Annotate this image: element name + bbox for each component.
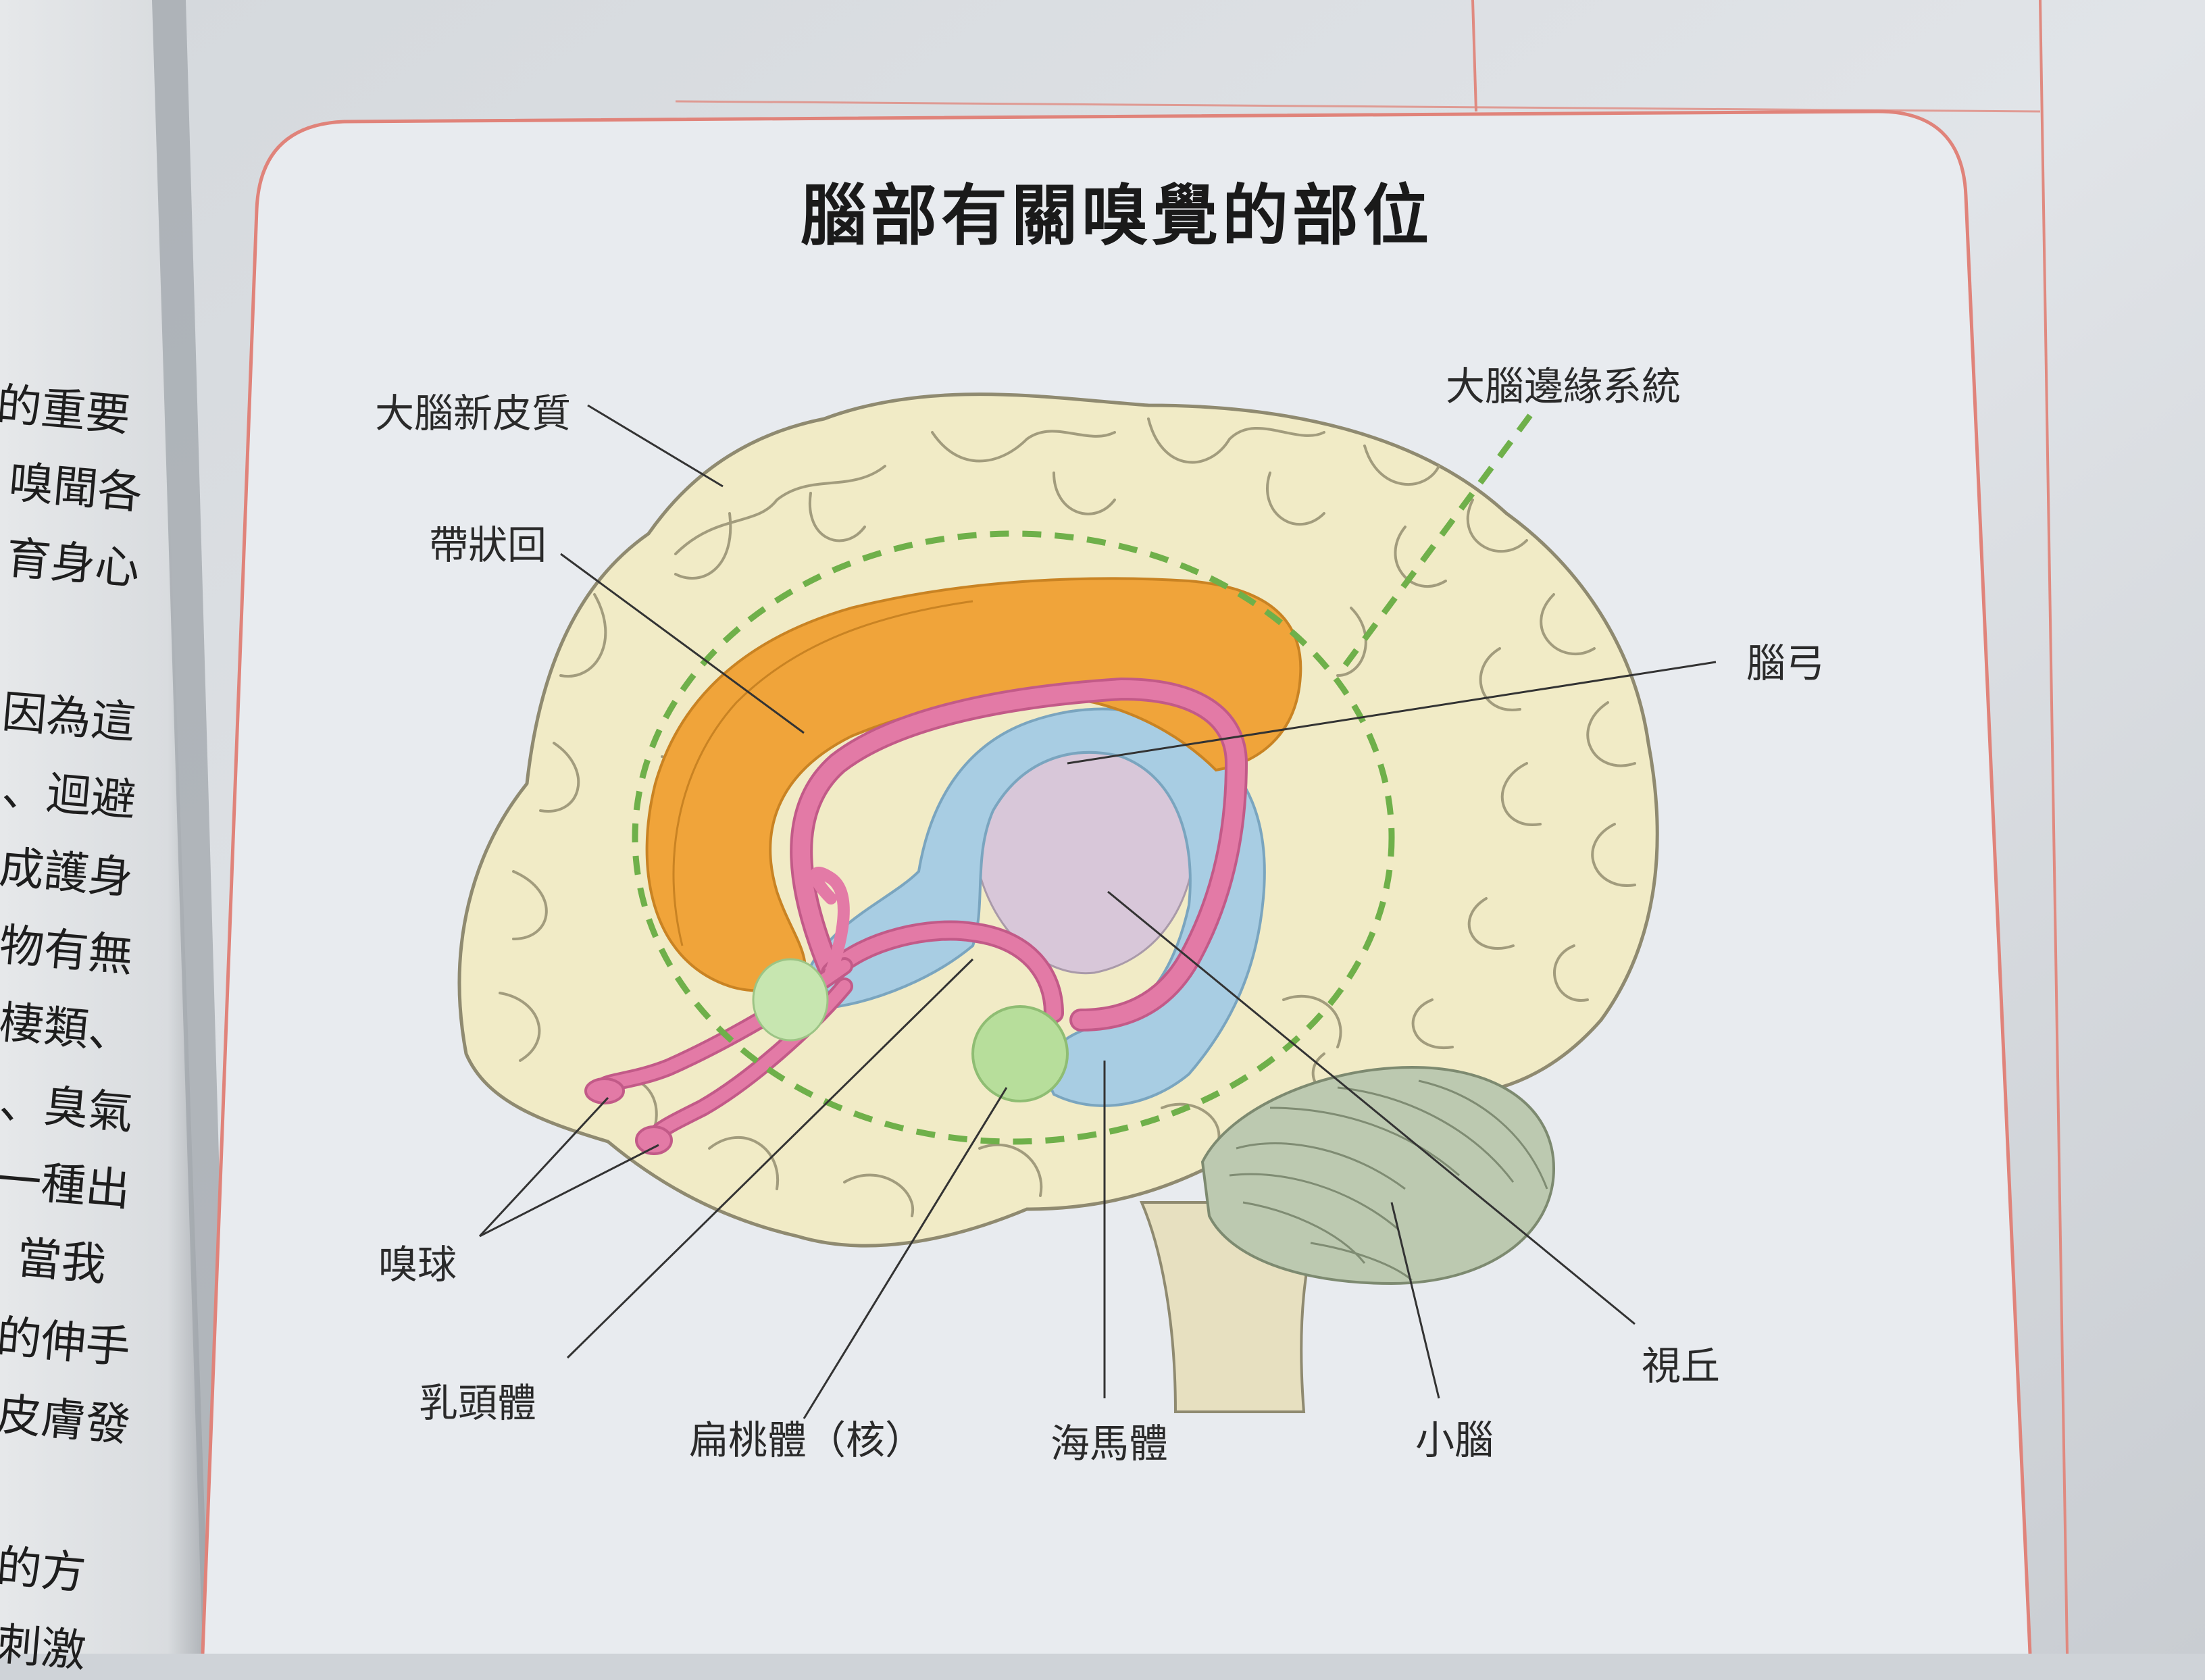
cerebellum bbox=[1200, 1065, 1556, 1286]
label-fornix: 腦弓 bbox=[1746, 640, 1825, 686]
label-cerebellum: 小腦 bbox=[1415, 1417, 1494, 1463]
left-page-line-9: 、臭氣 bbox=[0, 1075, 135, 1140]
left-page-line-10: 一種出 bbox=[0, 1152, 132, 1217]
label-thalamus: 視丘 bbox=[1642, 1343, 1721, 1389]
cingulate-inner-line bbox=[672, 600, 973, 946]
olfactory-bulb-1 bbox=[584, 1077, 625, 1104]
left-page-line-11: 當我 bbox=[14, 1231, 109, 1292]
left-page-line-5: 、迴避 bbox=[0, 763, 138, 827]
left-page-line-3: 育身心 bbox=[3, 531, 142, 595]
left-page-line-7: 物有無 bbox=[0, 918, 135, 982]
olfactory-bulb-2 bbox=[635, 1125, 673, 1155]
left-page-line-4: 因為這 bbox=[0, 685, 138, 749]
diagram-title: 腦部有關嗅覺的部位 bbox=[801, 178, 1434, 255]
label-limbic-system: 大腦邊緣系統 bbox=[1446, 363, 1681, 409]
margin-line bbox=[1471, 0, 1477, 112]
page-gutter bbox=[152, 0, 233, 1654]
margin-line-right bbox=[2039, 0, 2069, 1654]
label-amygdala: 扁桃體（核） bbox=[689, 1417, 925, 1463]
amygdala bbox=[971, 1005, 1069, 1102]
label-mammillary-body: 乳頭體 bbox=[419, 1380, 537, 1426]
label-olfactory-bulb: 嗅球 bbox=[378, 1242, 457, 1288]
limbic-system-boundary bbox=[632, 530, 1395, 1145]
leader-lines bbox=[478, 404, 1717, 1419]
left-page-line-2: 嗅聞各 bbox=[6, 455, 145, 519]
left-page bbox=[0, 0, 209, 1654]
limbic-system-pointer bbox=[1335, 413, 1533, 678]
left-page-line-15: 刺激 bbox=[0, 1617, 88, 1678]
mammillary-body bbox=[752, 958, 829, 1042]
left-page-line-13: 皮膚發 bbox=[0, 1388, 132, 1452]
left-page-line-12: 的伸手 bbox=[0, 1310, 132, 1374]
label-neocortex: 大腦新皮質 bbox=[375, 390, 572, 436]
label-hippocampus: 海馬體 bbox=[1050, 1421, 1169, 1467]
top-rule bbox=[675, 100, 2041, 113]
label-cingulate-gyrus: 帶狀回 bbox=[429, 522, 547, 568]
left-page-line-14: 的方 bbox=[0, 1539, 88, 1600]
left-page-line-6: 成護身 bbox=[0, 840, 135, 905]
left-page-line-1: 的重要 bbox=[0, 378, 132, 442]
left-page-line-8: 棲類、 bbox=[0, 996, 135, 1060]
